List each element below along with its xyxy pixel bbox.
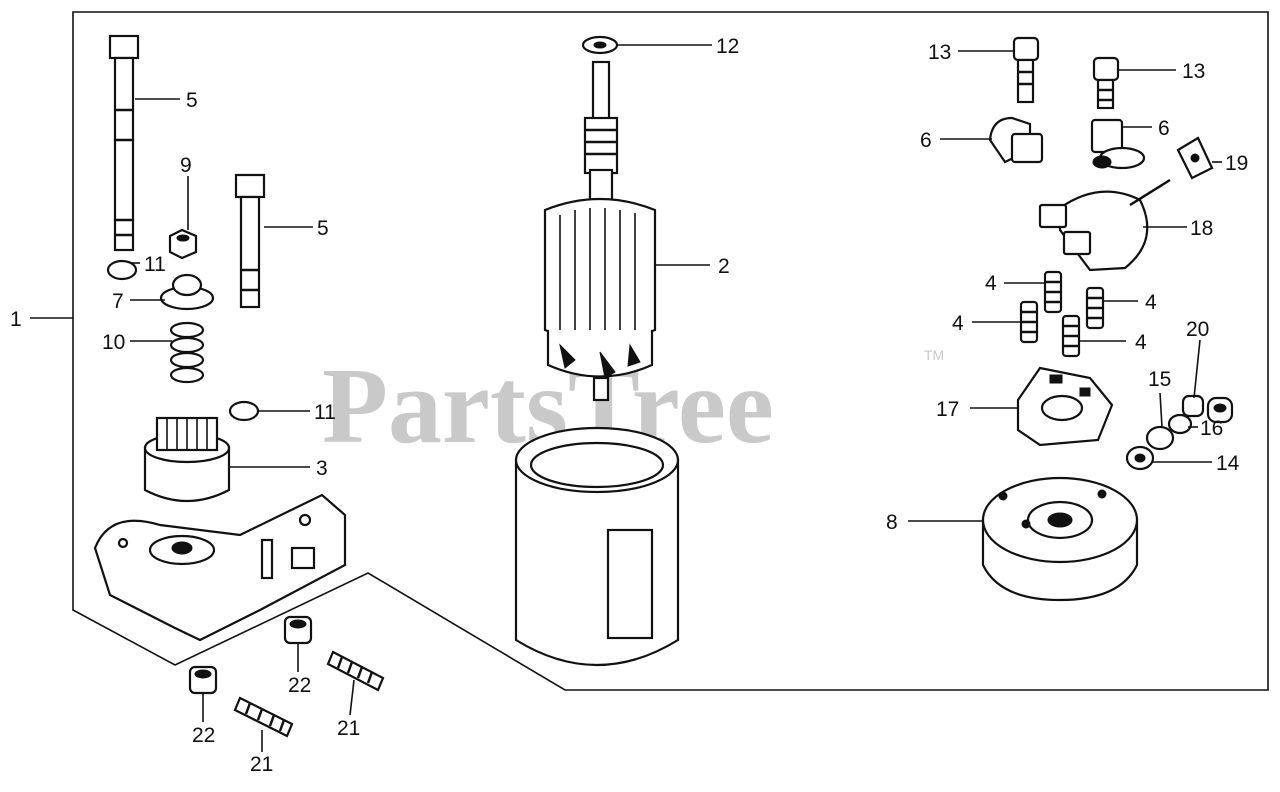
- callout-13a: 13: [928, 41, 951, 64]
- mounting-bracket: [93, 493, 347, 642]
- callout-6b: 6: [1158, 117, 1170, 140]
- callout-21b: 21: [250, 753, 273, 776]
- brush-plate-17: [1016, 366, 1114, 447]
- insulator-14: [1125, 445, 1155, 471]
- washer-11-upper: [106, 259, 138, 281]
- callout-22b: 22: [192, 724, 215, 747]
- callout-2: 2: [718, 255, 730, 278]
- brush-spring-4-a: [1043, 270, 1063, 314]
- brush-spring-4-c: [1019, 300, 1039, 344]
- callout-16: 16: [1200, 417, 1223, 440]
- callout-15: 15: [1148, 368, 1171, 391]
- callout-11b: 11: [314, 401, 336, 424]
- callout-4d: 4: [1135, 331, 1147, 354]
- watermark-trademark: TM: [924, 347, 944, 363]
- callout-12: 12: [716, 35, 739, 58]
- callout-18: 18: [1190, 217, 1213, 240]
- callout-22a: 22: [288, 674, 311, 697]
- collar-7: [159, 273, 215, 311]
- brush-6-right: [1090, 118, 1146, 170]
- callout-9: 9: [180, 154, 192, 177]
- nut-20: [1206, 396, 1234, 424]
- through-bolt-upper: [108, 34, 140, 252]
- pinion-gear-3: [143, 416, 231, 503]
- screw-13-right: [1092, 56, 1120, 110]
- washer-11-lower: [228, 400, 260, 422]
- spring-washer-16: [1167, 413, 1193, 435]
- callout-5b: 5: [317, 217, 329, 240]
- callout-14: 14: [1216, 452, 1240, 475]
- callout-20: 20: [1186, 318, 1209, 341]
- callout-13b: 13: [1182, 60, 1205, 83]
- stud-21-a: [326, 650, 385, 692]
- motor-housing: [514, 426, 680, 667]
- callout-10: 10: [102, 331, 125, 354]
- callout-3: 3: [316, 457, 328, 480]
- brush-holder-18: [1038, 178, 1171, 272]
- leader-lines: [30, 44, 1222, 752]
- through-bolt-lower: [234, 173, 266, 309]
- callout-19: 19: [1225, 152, 1248, 175]
- callout-5a: 5: [186, 89, 198, 112]
- armature-2: [543, 60, 657, 402]
- callout-17: 17: [936, 398, 959, 421]
- flange-nut-22-a: [283, 615, 313, 645]
- callout-6a: 6: [920, 129, 932, 152]
- flange-nut-22-b: [188, 665, 218, 695]
- screw-13-left: [1012, 36, 1040, 104]
- callout-21a: 21: [337, 717, 360, 740]
- terminal-clip-19: [1176, 136, 1214, 180]
- nut-9: [168, 228, 198, 260]
- nut-16: [1181, 394, 1205, 418]
- callout-7: 7: [112, 290, 124, 313]
- brush-spring-4-d: [1061, 314, 1081, 358]
- thrust-washer-12: [581, 35, 619, 55]
- callout-4b: 4: [1145, 291, 1157, 314]
- assembly-outline: [72, 11, 1269, 691]
- callout-4a: 4: [985, 272, 997, 295]
- callout-1: 1: [10, 308, 22, 331]
- callout-11a: 11: [144, 253, 166, 276]
- washer-15: [1145, 425, 1175, 451]
- brush-spring-4-b: [1085, 286, 1105, 330]
- callout-8: 8: [886, 511, 898, 534]
- callout-4c: 4: [952, 312, 964, 335]
- stud-21-b: [233, 696, 294, 738]
- brush-6-left: [988, 116, 1044, 164]
- end-cover-8: [981, 476, 1139, 602]
- spring-10: [169, 321, 205, 384]
